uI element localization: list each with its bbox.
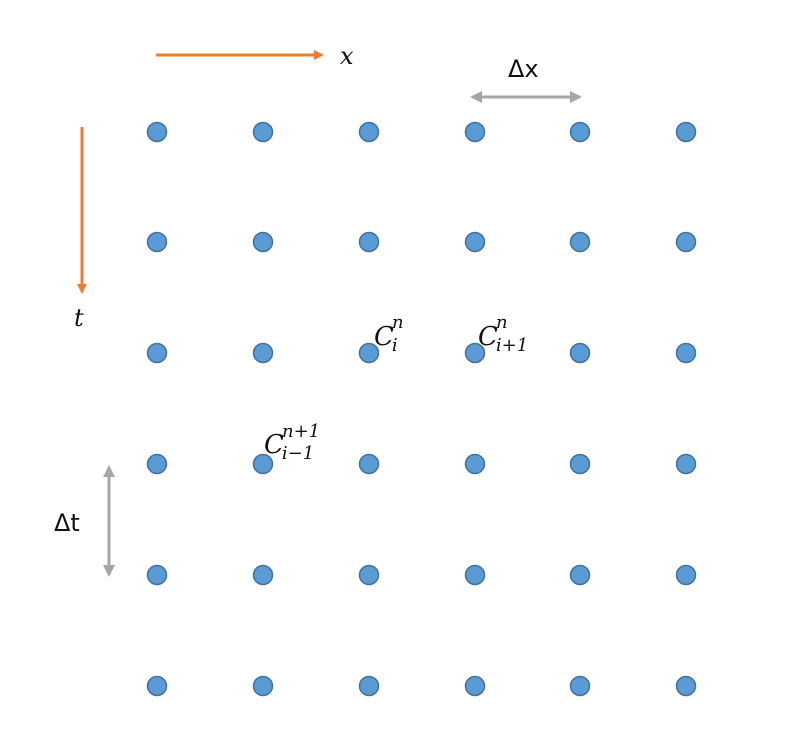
grid-node-r2-c0 xyxy=(146,342,168,364)
grid-node-r1-c0 xyxy=(146,231,168,253)
grid-node-r4-c3 xyxy=(464,564,486,586)
grid-node-r0-c3 xyxy=(464,121,486,143)
grid-node-r4-c4 xyxy=(569,564,591,586)
grid-node-r3-c3 xyxy=(464,453,486,475)
grid-node-r2-c4 xyxy=(569,342,591,364)
grid-node-r4-c5 xyxy=(675,564,697,586)
grid-node-r2-c3 xyxy=(464,342,486,364)
grid-node-r1-c4 xyxy=(569,231,591,253)
grid-node-r1-c2 xyxy=(358,231,380,253)
dt-spacing-label: Δt xyxy=(54,509,80,537)
grid-node-r2-c2 xyxy=(358,342,380,364)
grid-node-r3-c2 xyxy=(358,453,380,475)
grid-node-r1-c3 xyxy=(464,231,486,253)
grid-node-r5-c2 xyxy=(358,675,380,697)
grid-node-r2-c5 xyxy=(675,342,697,364)
grid-node-r0-c4 xyxy=(569,121,591,143)
grid-node-r0-c0 xyxy=(146,121,168,143)
grid-node-r5-c1 xyxy=(252,675,274,697)
grid-node-r3-c4 xyxy=(569,453,591,475)
grid-node-r5-c3 xyxy=(464,675,486,697)
grid-node-r1-c5 xyxy=(675,231,697,253)
grid-node-r0-c2 xyxy=(358,121,380,143)
grid-nodes xyxy=(146,121,697,697)
t-axis-label: t xyxy=(74,304,84,332)
grid-node-r3-c1 xyxy=(252,453,274,475)
label-c-i-n: Cin xyxy=(374,312,404,356)
grid-node-r2-c1 xyxy=(252,342,274,364)
grid-node-r1-c1 xyxy=(252,231,274,253)
label-c-i-minus-1-n-plus-1: Ci−1n+1 xyxy=(264,421,320,464)
dx-spacing-label: Δx xyxy=(508,55,539,83)
grid-node-r4-c0 xyxy=(146,564,168,586)
grid-node-r4-c2 xyxy=(358,564,380,586)
grid-node-r3-c5 xyxy=(675,453,697,475)
label-c-i-plus-1-n: Ci+1n xyxy=(478,312,528,356)
x-axis-label: x xyxy=(340,42,354,70)
grid-node-r5-c0 xyxy=(146,675,168,697)
grid-node-r5-c4 xyxy=(569,675,591,697)
grid-node-r0-c5 xyxy=(675,121,697,143)
grid-node-r5-c5 xyxy=(675,675,697,697)
grid-node-r0-c1 xyxy=(252,121,274,143)
grid-node-r3-c0 xyxy=(146,453,168,475)
grid-node-r4-c1 xyxy=(252,564,274,586)
